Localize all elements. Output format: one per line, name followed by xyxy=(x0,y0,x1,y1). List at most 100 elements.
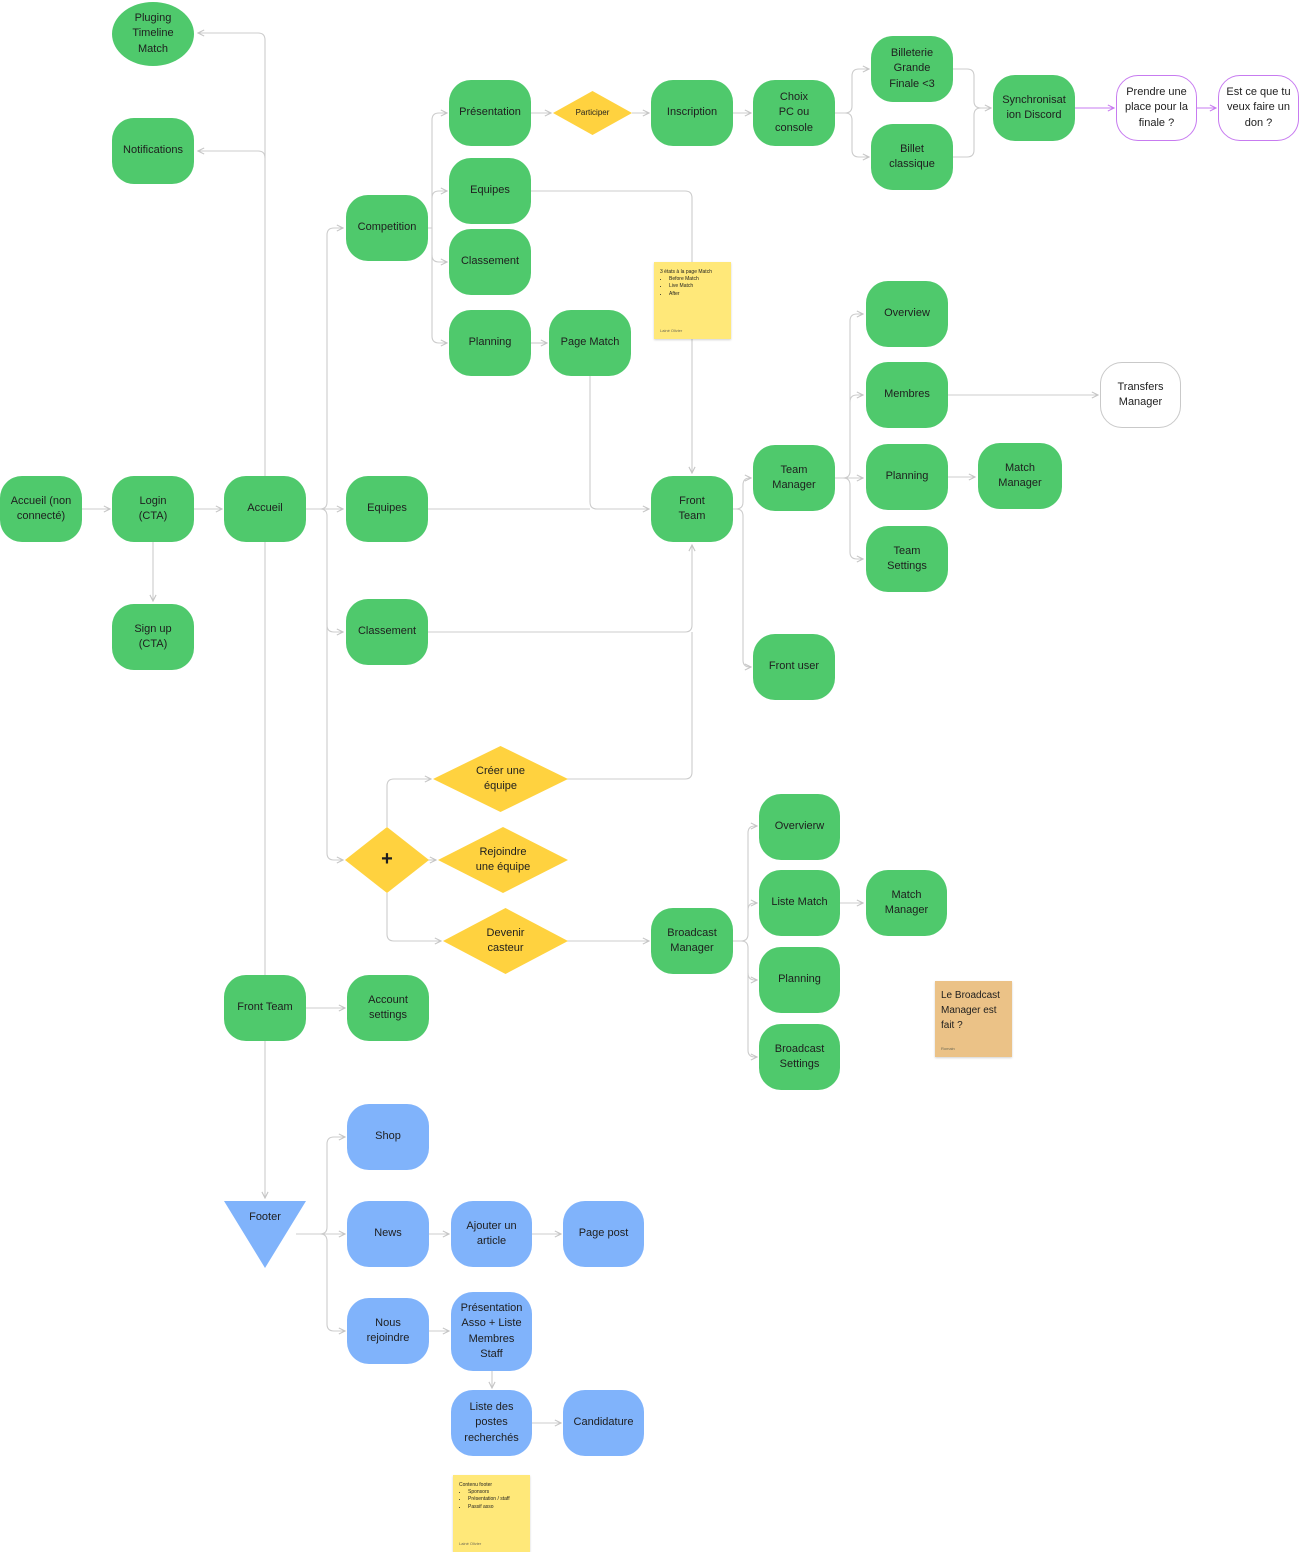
edge-tm-to-overview xyxy=(835,314,863,479)
node-overview[interactable]: Overview xyxy=(866,281,948,347)
edge-classement-to-frontteam xyxy=(428,545,692,633)
decision-plus[interactable]: + xyxy=(345,827,429,893)
node-notifications[interactable]: Notifications xyxy=(112,118,194,184)
node-presentation[interactable]: Présentation xyxy=(449,80,531,146)
node-front-team-bottom[interactable]: Front Team xyxy=(224,975,306,1041)
sticky-note-author: Lainé Olivier xyxy=(459,1541,482,1546)
sticky-note-match-states: 3 états à la page Match Before Match Liv… xyxy=(654,262,731,339)
edge-footer-to-nous xyxy=(319,1233,345,1331)
sticky-note-author: Lainé Olivier xyxy=(660,328,683,333)
sticky-note-list: Before Match Live Match After xyxy=(660,276,725,298)
node-inscription[interactable]: Inscription xyxy=(651,80,733,146)
node-competition[interactable]: Competition xyxy=(346,195,428,261)
node-competition-classement[interactable]: Classement xyxy=(449,229,531,295)
node-billet-classique[interactable]: Billet classique xyxy=(871,124,953,190)
sticky-note-item: Passif asso xyxy=(468,1504,524,1511)
sticky-note-item: Sponsors xyxy=(468,1489,524,1496)
node-login[interactable]: Login (CTA) xyxy=(112,476,194,542)
node-billeterie-grande-finale[interactable]: Billeterie Grande Finale <3 xyxy=(871,36,953,102)
node-choix-pc-console[interactable]: Choix PC ou console xyxy=(753,80,835,146)
edge-comp-to-presentation xyxy=(428,113,447,229)
node-ajouter-article[interactable]: Ajouter un article xyxy=(451,1201,532,1267)
node-shop[interactable]: Shop xyxy=(347,1104,429,1170)
node-faire-un-don[interactable]: Est ce que tu veux faire un don ? xyxy=(1218,75,1299,141)
node-classement[interactable]: Classement xyxy=(346,599,428,665)
node-broadcast-match-manager[interactable]: Match Manager xyxy=(866,870,947,936)
edge-comp-to-equipes xyxy=(431,191,447,199)
node-team-settings[interactable]: Team Settings xyxy=(866,526,948,592)
node-broadcast-planning[interactable]: Planning xyxy=(759,947,840,1013)
edge-choix-to-billet xyxy=(844,112,869,157)
sticky-note-item: Before Match xyxy=(669,276,725,283)
node-accueil-non-connecte[interactable]: Accueil (non connecté) xyxy=(0,476,82,542)
sticky-note-title: Le Broadcast Manager est fait ? xyxy=(941,990,1000,1031)
node-broadcast-manager[interactable]: Broadcast Manager xyxy=(651,908,733,974)
edge-bm-to-settings xyxy=(747,973,757,1057)
node-candidature[interactable]: Candidature xyxy=(563,1390,644,1456)
decision-creer-equipe-label: Créer une équipe xyxy=(476,764,525,792)
node-liste-postes[interactable]: Liste des postes recherchés xyxy=(451,1390,532,1456)
node-synchronisation-discord[interactable]: Synchronisat ion Discord xyxy=(993,75,1075,141)
sticky-note-list: Sponsors Présentation / staff Passif ass… xyxy=(459,1489,524,1511)
node-membres[interactable]: Membres xyxy=(866,362,948,428)
sticky-note-title: Contenu footer xyxy=(459,1482,493,1488)
edge-compequipes-to-frontteam xyxy=(531,190,692,473)
edge-tm-to-settings xyxy=(842,477,863,559)
edge-pagematch-to-frontteam xyxy=(589,376,649,509)
edge-comp-to-classement xyxy=(431,228,447,262)
node-footer[interactable]: Footer xyxy=(224,1201,306,1268)
node-transfers-manager[interactable]: Transfers Manager xyxy=(1100,362,1181,428)
edge-accueil-trunk xyxy=(306,228,343,510)
edge-comp-to-planning xyxy=(431,255,447,343)
decision-participer[interactable]: Participer xyxy=(553,91,632,135)
node-front-team[interactable]: Front Team xyxy=(651,476,733,542)
sticky-note-title: 3 états à la page Match xyxy=(660,269,712,275)
sticky-note-footer-content: Contenu footer Sponsors Présentation / s… xyxy=(453,1475,530,1552)
node-team-manager[interactable]: Team Manager xyxy=(753,445,835,511)
edge-bm-to-overvierw xyxy=(733,826,757,942)
decision-creer-equipe[interactable]: Créer une équipe xyxy=(433,746,568,812)
decision-participer-label: Participer xyxy=(575,108,610,118)
node-front-user[interactable]: Front user xyxy=(753,634,835,700)
node-overvierw[interactable]: Overvierw xyxy=(759,794,840,860)
node-liste-match[interactable]: Liste Match xyxy=(759,870,840,936)
node-account-settings[interactable]: Account settings xyxy=(347,975,429,1041)
edge-bm-to-listematch xyxy=(747,903,757,911)
edge-bm-to-planning xyxy=(740,940,757,980)
decision-devenir-casteur-label: Devenir casteur xyxy=(486,926,525,954)
decision-plus-label: + xyxy=(381,848,393,871)
sticky-note-item: Présentation / staff xyxy=(468,1496,524,1503)
edge-accueil-to-notifications xyxy=(198,151,266,159)
node-team-match-manager[interactable]: Match Manager xyxy=(978,443,1062,509)
sticky-note-item: Live Match xyxy=(669,283,725,290)
node-broadcast-settings[interactable]: Broadcast Settings xyxy=(759,1024,840,1090)
node-competition-equipes[interactable]: Equipes xyxy=(449,158,531,224)
node-equipes[interactable]: Equipes xyxy=(346,476,428,542)
node-team-planning[interactable]: Planning xyxy=(866,444,948,510)
node-pluging-timeline-match[interactable]: Pluging Timeline Match xyxy=(112,2,194,66)
node-presentation-asso[interactable]: Présentation Asso + Liste Membres Staff xyxy=(451,1292,532,1371)
edge-billet-to-synchro xyxy=(953,107,982,158)
decision-rejoindre-equipe[interactable]: Rejoindre une équipe xyxy=(438,827,568,893)
edge-creer-to-frontteam xyxy=(567,632,693,780)
edge-accueil-to-classement xyxy=(319,508,343,632)
node-page-post[interactable]: Page post xyxy=(563,1201,644,1267)
node-sign-up[interactable]: Sign up (CTA) xyxy=(112,604,194,670)
edge-choix-to-billeterie xyxy=(835,69,869,114)
node-accueil[interactable]: Accueil xyxy=(224,476,306,542)
decision-devenir-casteur[interactable]: Devenir casteur xyxy=(443,908,568,974)
sticky-note-author: Romain xyxy=(941,1046,955,1051)
node-nous-rejoindre[interactable]: Nous rejoindre xyxy=(347,1298,429,1364)
edge-accueil-to-plus xyxy=(326,620,343,860)
node-prendre-place-finale[interactable]: Prendre une place pour la finale ? xyxy=(1116,75,1197,141)
edge-frontteam-to-teammanager xyxy=(733,478,751,510)
node-competition-planning[interactable]: Planning xyxy=(449,310,531,376)
node-news[interactable]: News xyxy=(347,1201,429,1267)
edge-plus-to-devenir xyxy=(386,893,441,941)
node-page-match[interactable]: Page Match xyxy=(549,310,631,376)
decision-rejoindre-equipe-label: Rejoindre une équipe xyxy=(475,845,531,873)
edge-tm-to-membres xyxy=(849,395,863,403)
node-footer-label: Footer xyxy=(249,1211,281,1223)
edge-plus-to-creer xyxy=(386,779,431,827)
